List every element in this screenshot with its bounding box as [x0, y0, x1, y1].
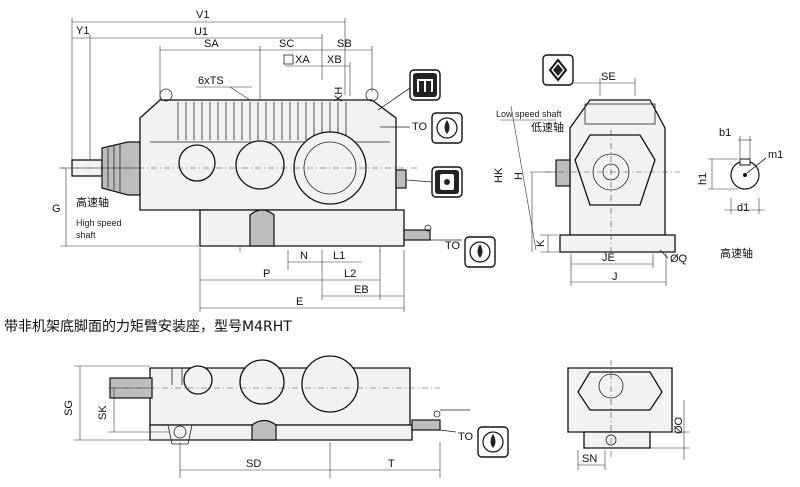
caption: 带非机架底脚面的力矩臂安装座，型号M4RHT	[4, 319, 292, 335]
breather-icon	[377, 69, 441, 111]
dim-xa: XA	[295, 54, 310, 66]
dim-u1: U1	[194, 26, 208, 38]
oil-level-icon	[405, 166, 463, 198]
shaft-detail-label: 高速轴	[720, 246, 753, 260]
gearbox-side-view	[60, 18, 462, 312]
oil-drain-icon	[464, 236, 496, 268]
torque-arm-side-view	[74, 355, 470, 478]
dim-l2: L2	[344, 268, 356, 280]
dim-sk: SK	[97, 405, 109, 420]
low-speed-shaft-zh: 低速轴	[531, 120, 564, 134]
dim-oq: ØQ	[670, 253, 688, 265]
dim-6xts: 6xTS	[198, 75, 224, 87]
dim-e: E	[296, 296, 303, 308]
oil-drain-icon-lower	[477, 426, 509, 458]
dim-v1: V1	[196, 9, 209, 21]
dim-sg: SG	[63, 400, 75, 416]
dim-sn: SN	[582, 453, 597, 465]
dim-xh: XH	[333, 87, 345, 102]
shaft-key-detail	[708, 136, 767, 214]
dim-h: H	[513, 172, 525, 180]
dim-b1: b1	[719, 127, 731, 139]
low-speed-shaft-en: Low speed shaft	[496, 109, 562, 119]
dim-t: T	[388, 458, 395, 470]
dim-y1: Y1	[76, 25, 89, 37]
gearbox-end-view	[500, 54, 680, 286]
dim-p: P	[263, 268, 270, 280]
dim-d1: d1	[737, 202, 749, 214]
dim-l1: L1	[333, 250, 345, 262]
dim-hk: HK	[493, 167, 505, 183]
dim-sa: SA	[204, 38, 219, 50]
dim-m1: m1	[768, 149, 783, 161]
dim-n: N	[300, 250, 308, 262]
dim-eb: EB	[354, 284, 369, 296]
dim-je: JE	[602, 252, 615, 264]
dim-sc: SC	[279, 38, 294, 50]
high-speed-shaft-en-1: High speed	[76, 218, 122, 228]
to-label-2: TO	[445, 240, 461, 252]
to-label-1: TO	[412, 121, 428, 133]
high-speed-shaft-en-2: shaft	[76, 230, 96, 240]
output-shaft-icon	[542, 54, 574, 86]
oil-fill-icon	[431, 112, 463, 144]
dim-h1: h1	[697, 173, 709, 185]
to-label-3: TO	[458, 431, 474, 443]
dim-xb: XB	[327, 54, 342, 66]
dim-sd: SD	[246, 458, 261, 470]
dim-j: J	[612, 271, 618, 283]
dim-se: SE	[601, 71, 616, 83]
dim-g: G	[52, 203, 61, 215]
dim-k: K	[535, 239, 547, 247]
torque-arm-end-view	[567, 360, 690, 470]
dim-sb: SB	[337, 38, 352, 50]
square-symbol	[283, 54, 294, 65]
high-speed-shaft-zh: 高速轴	[76, 195, 109, 209]
dim-oo: ØO	[673, 416, 685, 434]
